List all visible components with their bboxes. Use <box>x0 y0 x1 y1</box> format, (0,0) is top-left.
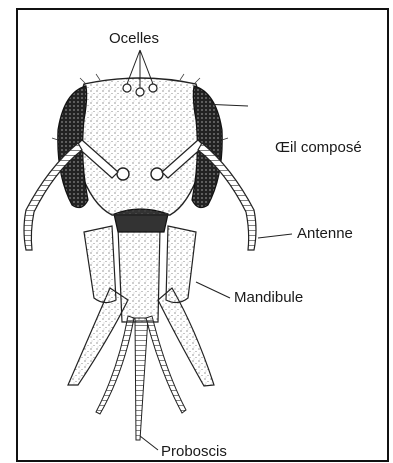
mandible-right <box>166 226 196 303</box>
label-oeil-compose: Œil composé <box>275 140 362 155</box>
label-antenne: Antenne <box>297 226 353 241</box>
label-proboscis: Proboscis <box>161 444 227 459</box>
ocellus-left <box>123 84 131 92</box>
antenna-socket-left <box>117 168 129 180</box>
leader-mandibule <box>196 282 230 298</box>
ocellus-middle <box>136 88 144 96</box>
ocellus-right <box>149 84 157 92</box>
leader-antenne <box>258 234 292 238</box>
labium <box>118 228 160 322</box>
mandible-left <box>84 226 116 303</box>
proboscis <box>135 318 148 440</box>
label-ocelles: Ocelles <box>109 31 159 46</box>
label-mandibule: Mandibule <box>234 290 303 305</box>
leader-proboscis <box>140 436 158 450</box>
antenna-socket-right <box>151 168 163 180</box>
head-capsule <box>76 78 204 215</box>
